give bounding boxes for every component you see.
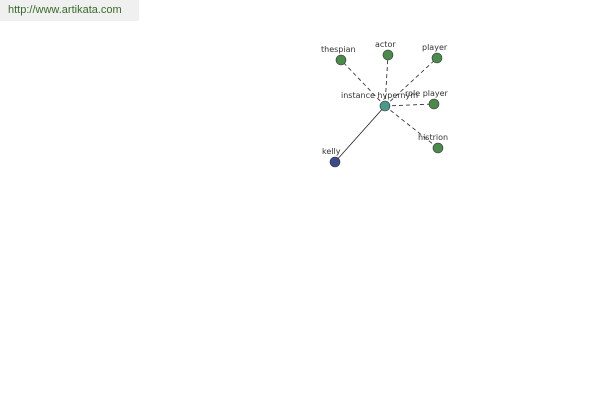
graph-labels: instance hypernym thespian actor player role… (321, 40, 449, 156)
edge-histrion (384, 105, 439, 149)
graph-edges (334, 54, 439, 163)
source-banner: http://www.artikata.com (0, 0, 139, 21)
node-player[interactable] (431, 52, 443, 64)
label-kelly: kelly (322, 147, 341, 156)
label-actor: actor (375, 40, 396, 49)
source-url[interactable]: http://www.artikata.com (8, 4, 122, 16)
edge-kelly (334, 105, 386, 163)
node-actor[interactable] (382, 49, 394, 61)
label-player: player (422, 43, 448, 52)
label-role-player: role player (405, 89, 449, 98)
label-histrion: histrion (418, 133, 448, 142)
hub-label: instance hypernym (341, 91, 418, 100)
edge-thespian (340, 59, 386, 107)
edge-player (384, 57, 438, 107)
node-role-player[interactable] (428, 98, 440, 110)
node-kelly[interactable] (329, 156, 341, 168)
node-histrion[interactable] (432, 142, 444, 154)
label-thespian: thespian (321, 45, 356, 54)
hub-node[interactable] (379, 100, 391, 112)
node-thespian[interactable] (335, 54, 347, 66)
edge-role-player (384, 103, 435, 107)
edge-actor (384, 54, 389, 107)
graph-nodes (329, 49, 444, 168)
